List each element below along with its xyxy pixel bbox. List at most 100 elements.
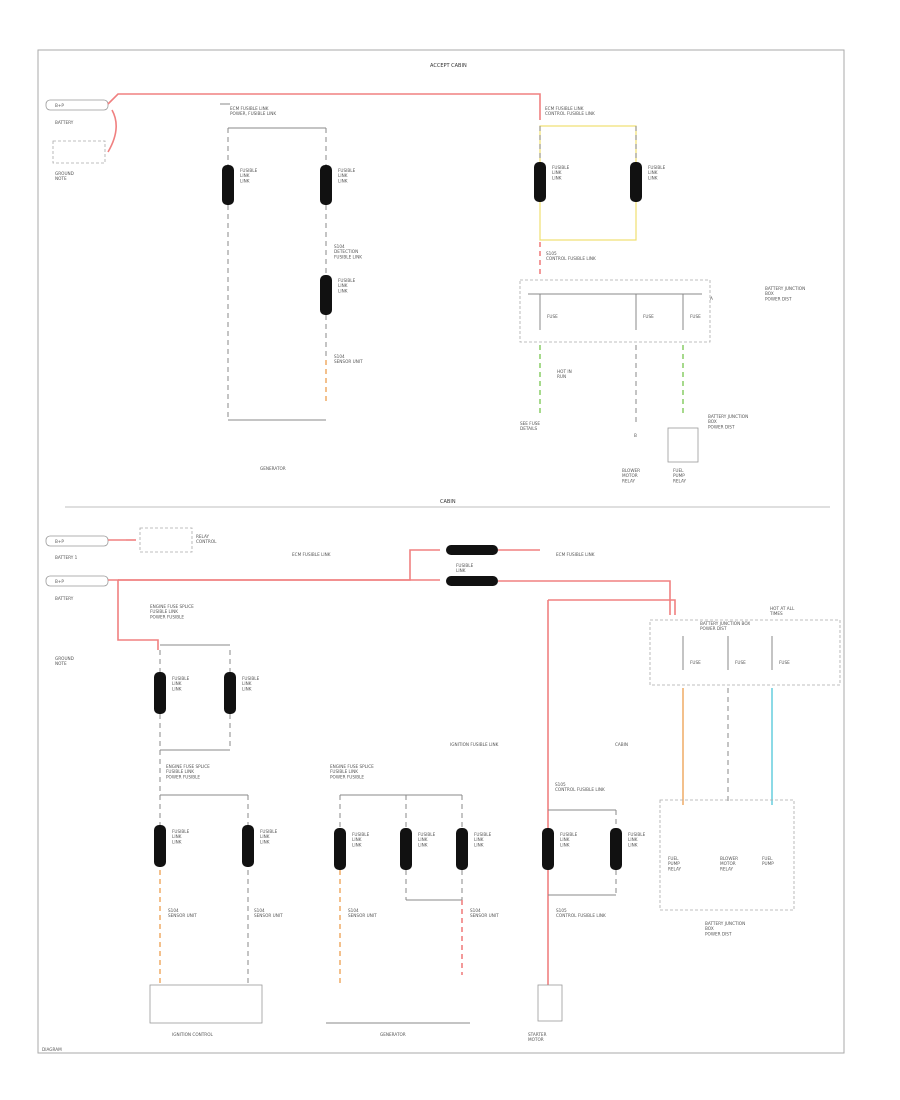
relay-box [667, 427, 699, 463]
battery-1-terminal-label: B+P [55, 539, 64, 544]
fusible-link-8 [154, 825, 166, 867]
diagram-frame [37, 49, 845, 1054]
battery-label: BATTERY [55, 120, 74, 125]
yellow-bus [539, 125, 637, 241]
fusible-link-6 [154, 672, 166, 714]
battery-1-label: BATTERY 1 [55, 555, 78, 560]
fusible-link-13 [542, 828, 554, 870]
battery-terminal-label: B+P [55, 103, 64, 108]
fuse-label-6: FUSE [779, 660, 790, 665]
battery-wires [108, 539, 159, 650]
inline-link-1 [446, 545, 498, 555]
fuse-label-3: FUSE [690, 314, 701, 319]
ignition-control-label: IGNITION CONTROL [172, 1032, 214, 1037]
inline-link-2 [446, 576, 498, 586]
feed-wire-right [498, 549, 671, 615]
cabin-label: CABIN [615, 742, 628, 747]
feed-wire-down [548, 599, 676, 615]
main-feed-wire [107, 93, 541, 120]
fuse-label-2: FUSE [643, 314, 654, 319]
battery-box [52, 140, 106, 164]
relay-box-group [659, 799, 795, 911]
relay-control-box [139, 527, 193, 553]
link-left-label: ECM FUSIBLE LINK [292, 552, 331, 557]
feed-wire-upper [118, 549, 440, 581]
battery-1-terminal [45, 535, 109, 547]
fusible-link-14 [610, 828, 622, 870]
fusible-link-4 [534, 162, 546, 202]
ignition-fusible-link-label: IGNITION FUSIBLE LINK [450, 742, 499, 747]
top-section-label: ACCEPT CABIN [430, 63, 467, 69]
fusible-link-5 [630, 162, 642, 202]
fusible-link-11 [400, 828, 412, 870]
fuse-label-5: FUSE [735, 660, 746, 665]
ground-loop-wire [107, 109, 117, 153]
fuse-label-4: FUSE [690, 660, 701, 665]
link-right-label: ECM FUSIBLE LINK [556, 552, 595, 557]
fusible-link-9 [242, 825, 254, 867]
mid-section-label: CABIN [440, 499, 456, 505]
ignition-control-box [149, 984, 263, 1024]
fusible-link-10 [334, 828, 346, 870]
fusible-link-3 [320, 275, 332, 315]
fuse-label-1: FUSE [547, 314, 558, 319]
fusible-link-1 [222, 165, 234, 205]
junction-box-2 [649, 619, 841, 686]
junction-box [519, 279, 711, 343]
corner-label: DIAGRAM [42, 1047, 62, 1052]
generator-label-2: GENERATOR [380, 1032, 406, 1037]
battery-terminal [45, 99, 109, 111]
starter-motor-box [537, 984, 563, 1022]
fusible-link-12 [456, 828, 468, 870]
pin-a-label: A [710, 296, 713, 301]
battery-2-terminal-label: B+P [55, 579, 64, 584]
pin-b-label: B [634, 433, 637, 438]
